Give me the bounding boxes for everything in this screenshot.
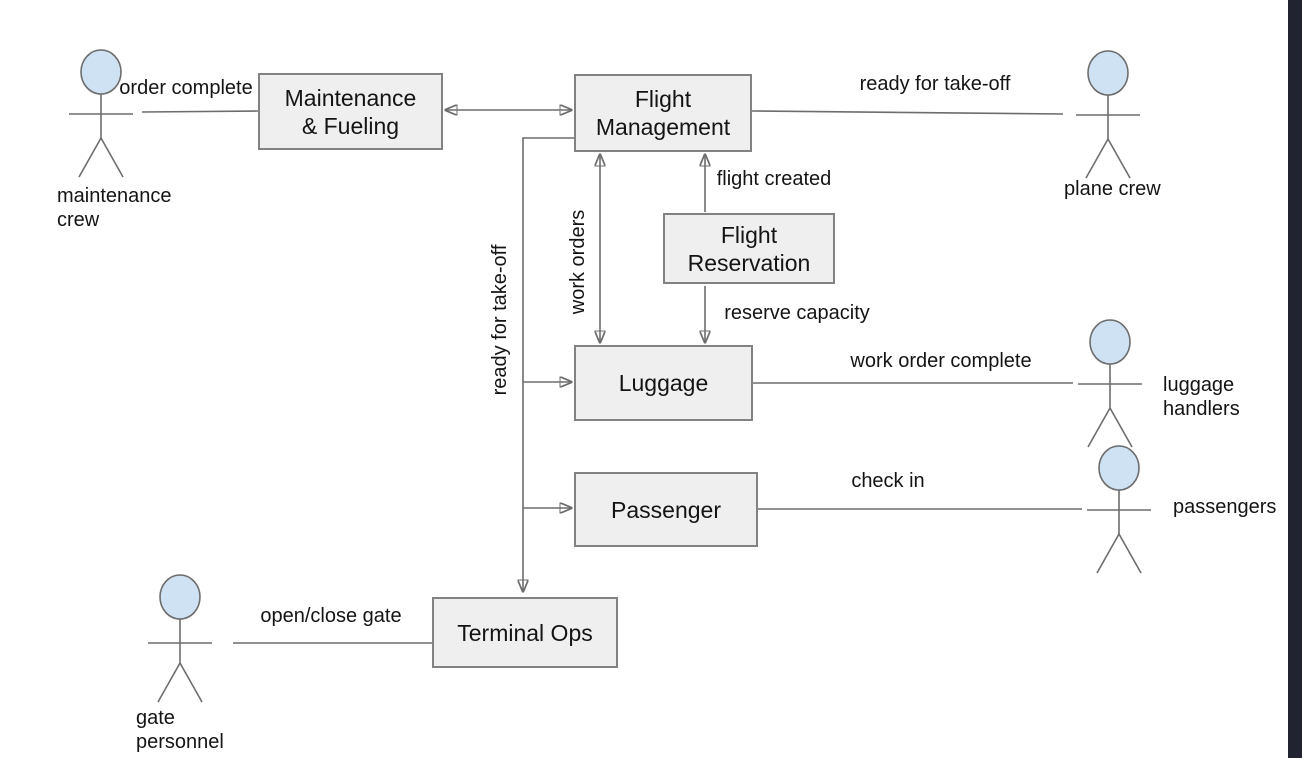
edge-order-complete [141,110,259,113]
edge-ready-for-take-off-plane [751,110,1064,115]
node-terminal-ops-label: Terminal Ops [457,619,593,646]
actor-luggage-handlers[interactable] [1078,319,1142,448]
actor-passengers[interactable] [1087,445,1151,574]
edge-ready-for-take-off-trunk [523,137,574,591]
node-maintenance-fueling[interactable]: Maintenance & Fueling [258,73,443,150]
node-luggage[interactable]: Luggage [574,345,753,421]
edge-label-open-close-gate: open/close gate [260,605,402,627]
edge-label-order-complete: order complete [119,77,253,99]
actor-maintenance-crew[interactable] [69,49,133,178]
edge-label-ready-for-take-off-plane: ready for take-off [859,73,1011,95]
actor-label-passengers: passengers [1173,496,1277,518]
actor-label-gate-personnel: gate personnel [136,707,224,753]
edge-label-ready-for-take-off-trunk: ready for take-off [489,244,511,396]
node-maintenance-fueling-label: Maintenance & Fueling [284,84,417,139]
edge-label-check-in: check in [851,470,925,492]
edge-label-work-orders: work orders [567,209,589,315]
node-passenger-label: Passenger [611,496,721,523]
node-flight-reservation-label: Flight Reservation [687,221,811,276]
actor-gate-personnel[interactable] [148,574,212,703]
edge-label-reserve-capacity: reserve capacity [724,302,870,324]
window-edge-bar [1288,0,1302,758]
node-passenger[interactable]: Passenger [574,472,758,547]
node-luggage-label: Luggage [618,370,709,396]
edge-label-work-order-complete: work order complete [850,350,1032,372]
edge-label-flight-created: flight created [716,168,832,190]
node-flight-management-label: Flight Management [595,86,731,140]
node-flight-reservation[interactable]: Flight Reservation [663,213,835,284]
node-terminal-ops[interactable]: Terminal Ops [432,597,618,668]
node-flight-management[interactable]: Flight Management [574,74,752,152]
actor-plane-crew[interactable] [1076,50,1140,179]
actor-label-plane-crew: plane crew [1064,178,1161,200]
actor-label-maintenance-crew: maintenance crew [57,185,172,231]
actor-label-luggage-handlers: luggage handlers [1163,374,1240,420]
